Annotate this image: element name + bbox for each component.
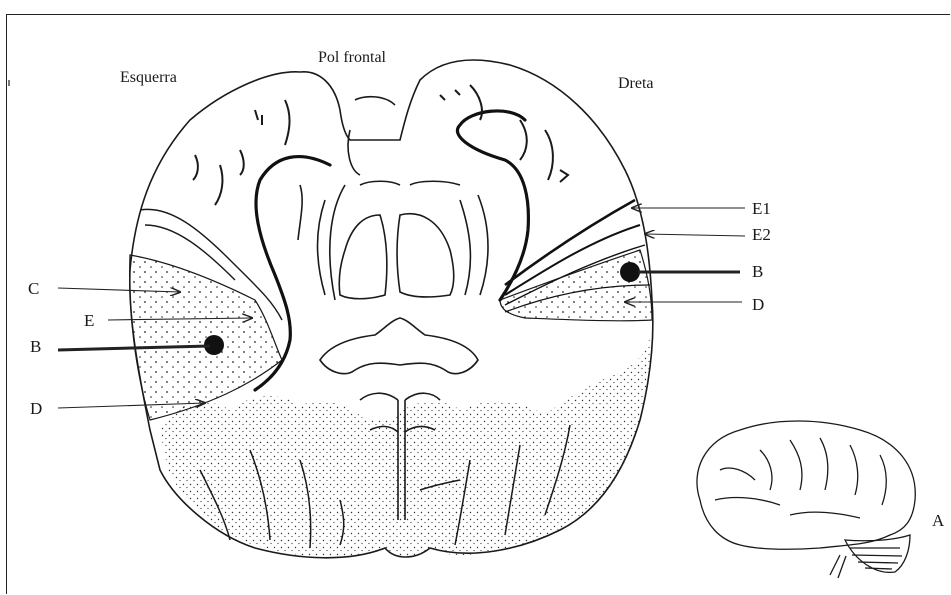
label-inset-a: A (932, 512, 944, 529)
label-e2-right: E2 (752, 226, 771, 243)
label-right-hemisphere: Dreta (618, 76, 654, 92)
label-c-left: C (28, 280, 39, 297)
label-frontal-pole: Pol frontal (318, 50, 386, 66)
label-d-left: D (30, 400, 42, 417)
right-lesion-dot (620, 262, 640, 282)
arrow-e2-right (645, 234, 745, 236)
sulci-marks (193, 85, 568, 205)
ventricle (320, 318, 478, 374)
deep-nuclei (298, 181, 488, 300)
label-e1-right: E1 (752, 200, 771, 217)
label-b-left: B (30, 338, 41, 355)
label-e-left: E (84, 312, 94, 329)
left-lesion-zone (130, 255, 282, 420)
inset-brain-sketch (697, 421, 915, 578)
label-d-right: D (752, 296, 764, 313)
label-left-hemisphere: Esquerra (120, 70, 177, 86)
label-b-right: B (752, 263, 763, 280)
